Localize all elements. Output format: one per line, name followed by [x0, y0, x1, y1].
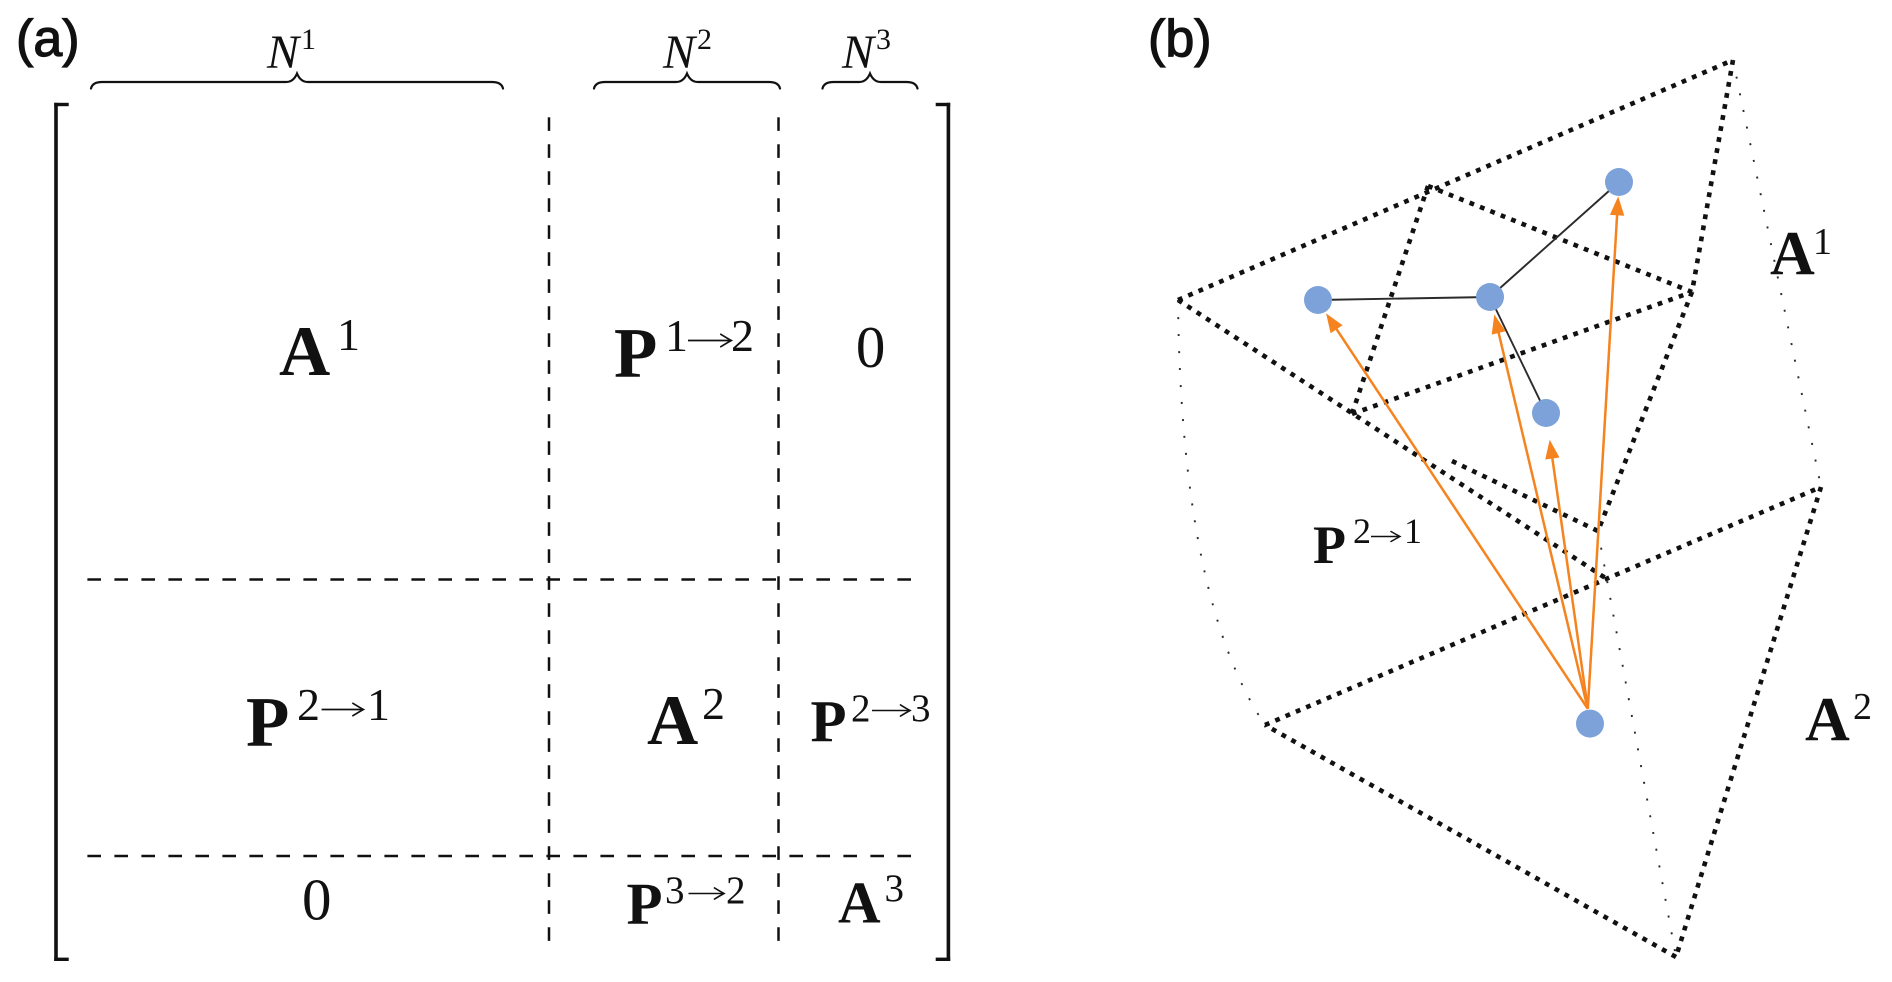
svg-text:2: 2: [702, 678, 725, 729]
svg-text:2: 2: [731, 310, 754, 361]
svg-text:2: 2: [1353, 511, 1371, 551]
svg-text:1: 1: [1813, 221, 1832, 263]
svg-text:2: 2: [726, 869, 746, 912]
svg-text:A: A: [279, 313, 330, 391]
svg-text:A: A: [838, 870, 881, 936]
svg-text:A: A: [1770, 220, 1815, 288]
svg-text:2: 2: [297, 679, 320, 730]
svg-text:(b): (b): [1148, 10, 1212, 68]
svg-text:2: 2: [851, 687, 871, 730]
svg-text:0: 0: [856, 314, 886, 380]
svg-text:3: 3: [911, 687, 931, 730]
svg-text:0: 0: [302, 867, 332, 933]
svg-text:3: 3: [665, 869, 685, 912]
svg-text:N: N: [662, 26, 698, 79]
svg-text:(a): (a): [16, 10, 80, 68]
svg-text:3: 3: [885, 867, 905, 910]
svg-text:1: 1: [665, 310, 688, 361]
svg-text:A: A: [647, 682, 698, 760]
svg-text:P: P: [627, 871, 663, 937]
svg-text:2: 2: [697, 23, 712, 56]
svg-text:2: 2: [1853, 686, 1872, 728]
svg-text:1: 1: [301, 23, 316, 56]
svg-text:P: P: [811, 689, 847, 755]
svg-text:1: 1: [1404, 511, 1422, 551]
svg-text:3: 3: [876, 23, 891, 56]
svg-text:1: 1: [337, 309, 360, 360]
svg-text:P: P: [614, 315, 657, 393]
svg-text:A: A: [1805, 686, 1850, 754]
svg-text:P: P: [246, 684, 289, 762]
svg-text:N: N: [841, 26, 877, 79]
svg-text:P: P: [1313, 515, 1346, 575]
svg-text:1: 1: [367, 679, 390, 730]
svg-text:N: N: [266, 26, 302, 79]
